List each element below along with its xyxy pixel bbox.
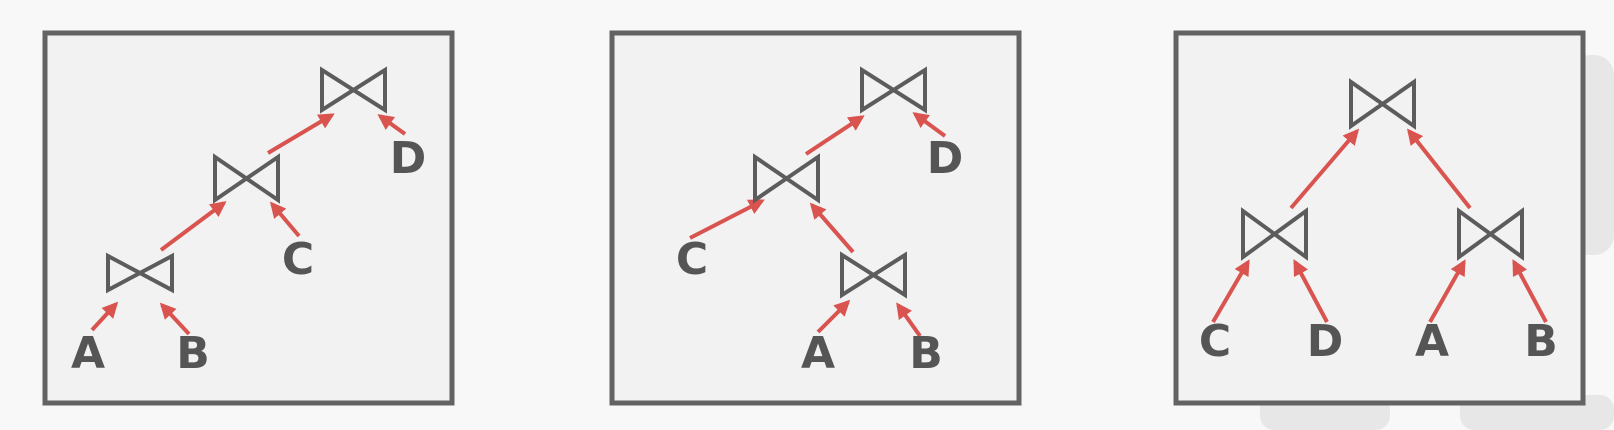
edge-c-j1 bbox=[1211, 259, 1250, 324]
edges bbox=[1211, 128, 1548, 324]
edge-b-j1 bbox=[159, 302, 191, 336]
join-icon bbox=[840, 251, 907, 299]
join-icon bbox=[213, 153, 280, 204]
edge-j2-j3 bbox=[1407, 128, 1472, 210]
edges bbox=[689, 112, 947, 338]
leaf-label-c: C bbox=[676, 234, 708, 285]
edge-j1-j3 bbox=[1289, 128, 1360, 210]
leaf-label-b: B bbox=[1524, 316, 1558, 367]
panel-left-deep: A B C D bbox=[42, 30, 455, 406]
panel-bushy: C D A B bbox=[1173, 30, 1586, 406]
join-icon bbox=[1457, 207, 1524, 261]
leaf-label-b: B bbox=[909, 328, 943, 379]
edge-a-j1 bbox=[816, 299, 851, 334]
edge-a-j1 bbox=[90, 301, 119, 332]
leaf-label-c: C bbox=[282, 234, 314, 285]
leaf-label-a: A bbox=[1415, 316, 1449, 367]
edge-d-j1 bbox=[1293, 259, 1329, 323]
panel-frame bbox=[42, 30, 455, 406]
leaf-label-d: D bbox=[927, 133, 964, 184]
join-icon bbox=[106, 252, 174, 294]
edge-a-j2 bbox=[1428, 259, 1466, 323]
edge-j2-j3 bbox=[266, 113, 335, 155]
leaf-label-a: A bbox=[801, 328, 835, 379]
join-icon bbox=[753, 153, 820, 204]
leaf-label-a: A bbox=[71, 328, 105, 379]
edge-j1-j2 bbox=[809, 202, 855, 254]
join-icon bbox=[860, 66, 927, 114]
join-icon bbox=[320, 66, 387, 114]
leaf-label-b: B bbox=[176, 328, 210, 379]
edges bbox=[90, 113, 407, 336]
edge-b-j2 bbox=[1512, 259, 1548, 323]
edge-d-j3 bbox=[912, 112, 947, 138]
leaf-label-d: D bbox=[390, 133, 427, 184]
edge-j1-j2 bbox=[159, 201, 227, 252]
panel-left-deep-variant: A B C D bbox=[609, 30, 1022, 406]
edge-b-j1 bbox=[896, 302, 922, 338]
join-icon bbox=[1349, 78, 1416, 130]
edge-c-j2 bbox=[269, 201, 301, 238]
leaf-label-c: C bbox=[1199, 316, 1231, 367]
leaf-label-d: D bbox=[1307, 316, 1344, 367]
join-icon bbox=[1241, 207, 1308, 261]
edge-c-j2 bbox=[689, 199, 765, 240]
edge-d-j3 bbox=[377, 114, 407, 136]
edge-j2-j3 bbox=[804, 115, 865, 156]
